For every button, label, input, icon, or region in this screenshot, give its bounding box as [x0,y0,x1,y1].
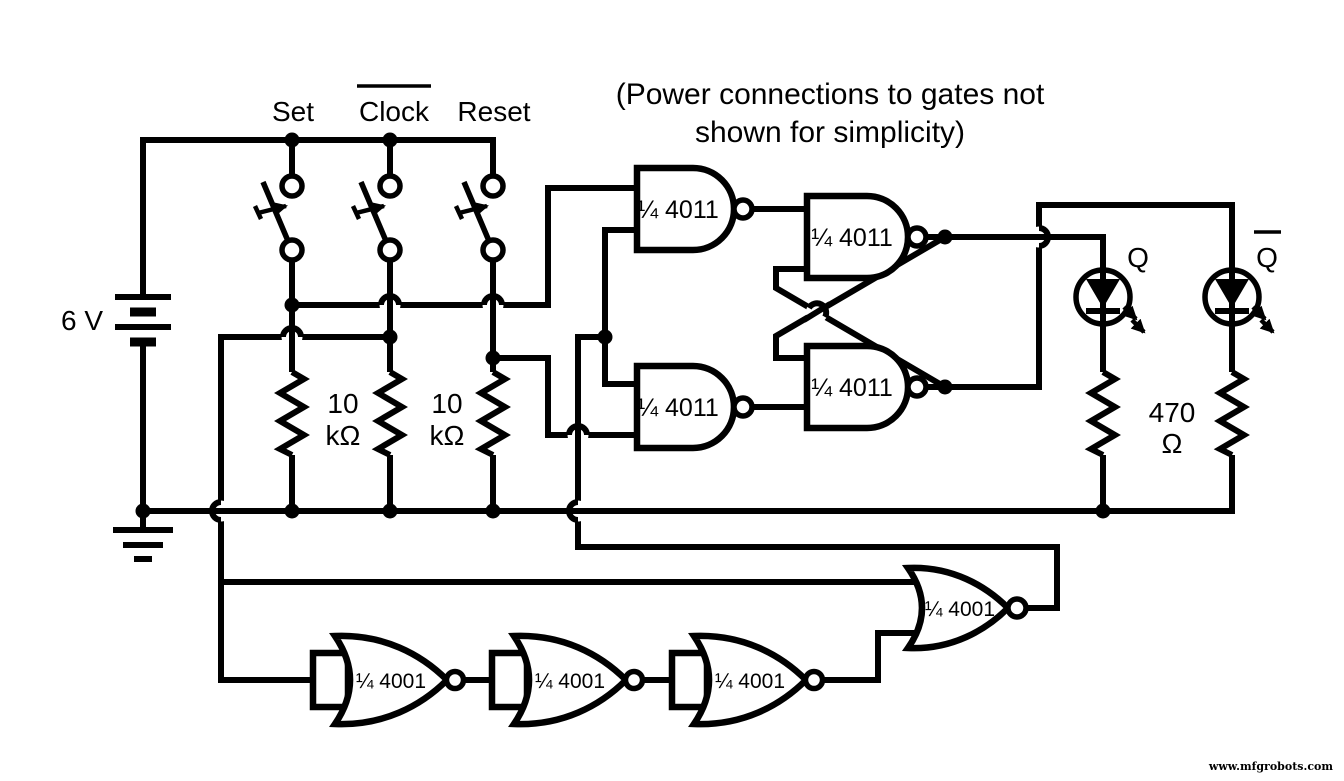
rled-value: 470 [1149,397,1196,428]
pushbutton-set [252,173,305,263]
battery-symbol [115,294,171,347]
reset-label: Reset [457,96,530,127]
pushbutton-reset [453,173,506,263]
nor-gate-4: ¼ 4001 [901,564,1029,652]
pushbutton-clock [350,173,403,263]
battery-voltage-label: 6 V [61,305,103,336]
nor-gate-1: ¼ 4001 [309,632,467,728]
set-label: Set [272,96,314,127]
gate-label: ¼ 4001 [715,670,785,693]
resistor-symbols [273,369,1250,458]
light-arrow [1259,318,1275,334]
actuator-arrow [355,202,386,216]
r2-unit: kΩ [430,420,465,451]
shorted-inputs-jumper [488,649,531,711]
gate-label: ¼ 4011 [811,374,893,402]
diode-triangle [1215,279,1249,308]
shorted-inputs-jumper [668,649,711,711]
note-line2: shown for simplicity) [695,116,965,149]
light-arrow [1130,318,1146,334]
qbar-output-label: Q [1256,242,1278,273]
nand-gate-2: ¼ 4011 [633,362,755,452]
shorted-inputs-jumper [309,649,352,711]
nand-gate-1: ¼ 4011 [633,164,755,254]
inverter-bubble [1005,596,1029,620]
wire-hops [208,225,1053,523]
r2-value: 10 [431,388,462,419]
gate-label: ¼ 4001 [535,670,605,693]
gate-label: ¼ 4001 [356,670,426,693]
clock-label: Clock [359,96,430,127]
inverter-bubble [443,668,467,692]
resistor-qbar-led [1213,369,1250,458]
resistor-reset-pulldown [474,369,511,458]
nor-gate-2: ¼ 4001 [488,632,646,728]
inverter-bubble [802,668,826,692]
junction-dots [135,132,1111,519]
note-line1: (Power connections to gates not [616,78,1045,111]
q-output-label: Q [1127,242,1149,273]
led-q [1086,279,1146,334]
inverter-bubble [905,225,929,249]
gate-label: ¼ 4001 [925,598,995,621]
inverter-bubble [622,668,646,692]
rled-unit: Ω [1162,428,1183,459]
led-qbar [1215,279,1275,334]
diode-triangle [1086,279,1120,308]
ground-symbol [113,527,173,562]
actuator-arrow [458,202,489,216]
actuator-arrow [257,202,288,216]
light-arrow [1122,305,1138,321]
gate-label: ¼ 4011 [637,196,719,224]
resistor-set-pulldown [273,369,310,458]
nor-gate-3: ¼ 4001 [668,632,826,728]
light-arrow [1251,305,1267,321]
nand-gate-4-latch: ¼ 4011 [803,342,929,432]
nand-gate-3-latch: ¼ 4011 [803,192,929,282]
resistor-clock-pulldown [371,369,408,458]
watermark: www.mfgrobots.com [1208,760,1333,773]
r1-unit: kΩ [326,420,361,451]
gate-label: ¼ 4011 [637,394,719,422]
gate-label: ¼ 4011 [811,224,893,252]
r1-value: 10 [327,388,358,419]
inverter-bubble [731,197,755,221]
inverter-bubble [731,395,755,419]
resistor-q-led [1084,369,1121,458]
inverter-bubble [905,375,929,399]
